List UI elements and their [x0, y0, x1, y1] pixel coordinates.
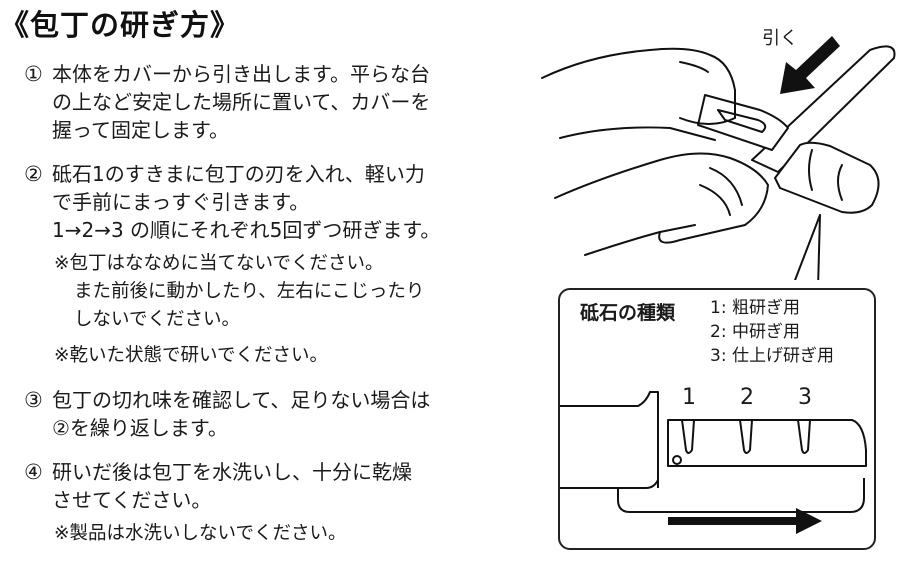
caution-note: ※製品は水洗いしないでください。	[54, 523, 347, 544]
slot-number-3: 3	[798, 385, 812, 410]
step-text: 握って固定します。	[52, 118, 229, 142]
caution-note: また前後に動かしたり、左右にこじったり	[74, 281, 425, 302]
step-text: の上など安定した場所に置いて、カバーを	[52, 90, 431, 114]
page-title: 《包丁の研ぎ方》	[0, 8, 241, 42]
step-text: 砥石1のすきまに包丁の刃を入れ、軽い力	[52, 162, 425, 186]
stone-type-3: 3: 仕上げ研ぎ用	[710, 346, 834, 366]
step-3: ③ 包丁の切れ味を確認して、足りない場合は ②を繰り返します。	[24, 386, 524, 442]
stone-type-2: 2: 中研ぎ用	[710, 322, 800, 342]
step-notes: ※包丁はななめに当てないでください。 また前後に動かしたり、左右にこじったり し…	[52, 250, 524, 370]
step-text: 本体をカバーから引き出します。平らな台	[52, 62, 430, 86]
slot-number-1: 1	[682, 385, 696, 410]
stone-types-heading: 砥石の種類	[580, 302, 676, 324]
step-text: で手前にまっすぐ引きます。	[52, 190, 310, 214]
step-notes: ※製品は水洗いしないでください。	[52, 520, 524, 548]
step-text: ②を繰り返します。	[52, 416, 228, 440]
sharpening-illustration	[541, 36, 896, 280]
step-number: ②	[24, 162, 43, 186]
step-4: ④ 研いだ後は包丁を水洗いし、十分に乾燥 させてください。 ※製品は水洗いしない…	[24, 458, 524, 548]
slot-number-2: 2	[740, 385, 754, 410]
pull-label: 引く	[762, 28, 798, 49]
step-text: 研いだ後は包丁を水洗いし、十分に乾燥	[52, 460, 412, 484]
instruction-steps: ① 本体をカバーから引き出します。平らな台 の上など安定した場所に置いて、カバー…	[24, 60, 524, 564]
caution-note: ※乾いた状態で研いでください。	[54, 345, 328, 366]
caution-note: しないでください。	[74, 309, 240, 330]
pull-arrow-icon	[780, 36, 840, 94]
stone-type-1: 1: 粗研ぎ用	[710, 298, 800, 318]
step-2: ② 砥石1のすきまに包丁の刃を入れ、軽い力 で手前にまっすぐ引きます。 1→2→…	[24, 160, 524, 370]
caution-note: ※包丁はななめに当てないでください。	[54, 253, 384, 274]
stone-types-list: 1: 粗研ぎ用 2: 中研ぎ用 3: 仕上げ研ぎ用	[710, 296, 834, 368]
step-number: ④	[24, 460, 43, 484]
sharpener-slot-diagram	[560, 391, 867, 534]
step-number: ③	[24, 388, 43, 412]
step-text: させてください。	[52, 488, 212, 512]
stone-types-callout: 砥石の種類 1: 粗研ぎ用 2: 中研ぎ用 3: 仕上げ研ぎ用 1 2 3	[558, 288, 876, 550]
step-1: ① 本体をカバーから引き出します。平らな台 の上など安定した場所に置いて、カバー…	[24, 60, 524, 144]
step-text: 包丁の切れ味を確認して、足りない場合は	[52, 388, 431, 412]
step-number: ①	[24, 62, 43, 86]
direction-arrow-icon	[668, 508, 822, 534]
step-text: 1→2→3 の順にそれぞれ5回ずつ研ぎます。	[52, 218, 441, 242]
